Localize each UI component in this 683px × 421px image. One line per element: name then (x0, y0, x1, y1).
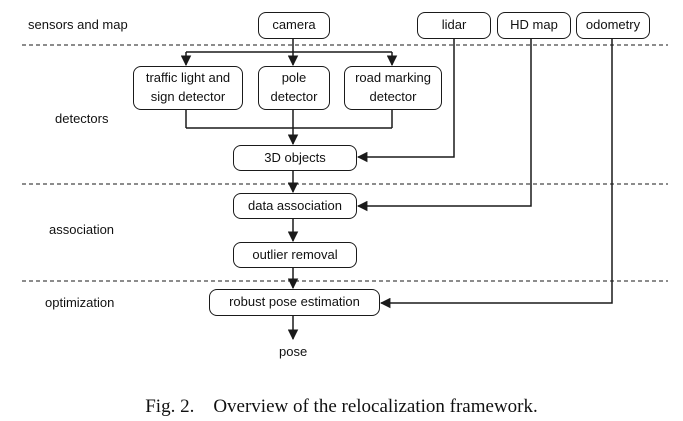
node-data-association: data association (233, 193, 357, 219)
output-pose-label: pose (279, 344, 308, 359)
node-hd-map: HD map (497, 12, 571, 39)
lane-label-detectors: detectors (55, 111, 109, 126)
lane-label-optimization: optimization (45, 295, 115, 310)
node-traffic-light-sign-detector: traffic light and sign detector (133, 66, 243, 110)
lane-label-association: association (49, 222, 115, 237)
edge-odometry-to-pose-estimation (379, 39, 613, 309)
figure-caption: Fig. 2. Overview of the relocalization f… (145, 396, 538, 417)
node-camera: camera (258, 12, 330, 39)
node-outlier-removal: outlier removal (233, 242, 357, 268)
node-robust-pose-estimation: robust pose estimation (209, 289, 380, 316)
node-3d-objects: 3D objects (233, 145, 357, 171)
node-odometry: odometry (576, 12, 650, 39)
lane-dividers (22, 44, 668, 282)
lane-label-sensors-and-map: sensors and map (28, 17, 128, 32)
node-lidar: lidar (417, 12, 491, 39)
node-pole-detector: pole detector (258, 66, 330, 110)
edge-hd-map-to-data-association (356, 39, 532, 212)
edge-lidar-to-3d-objects (356, 39, 455, 163)
node-road-marking-detector: road marking detector (344, 66, 442, 110)
